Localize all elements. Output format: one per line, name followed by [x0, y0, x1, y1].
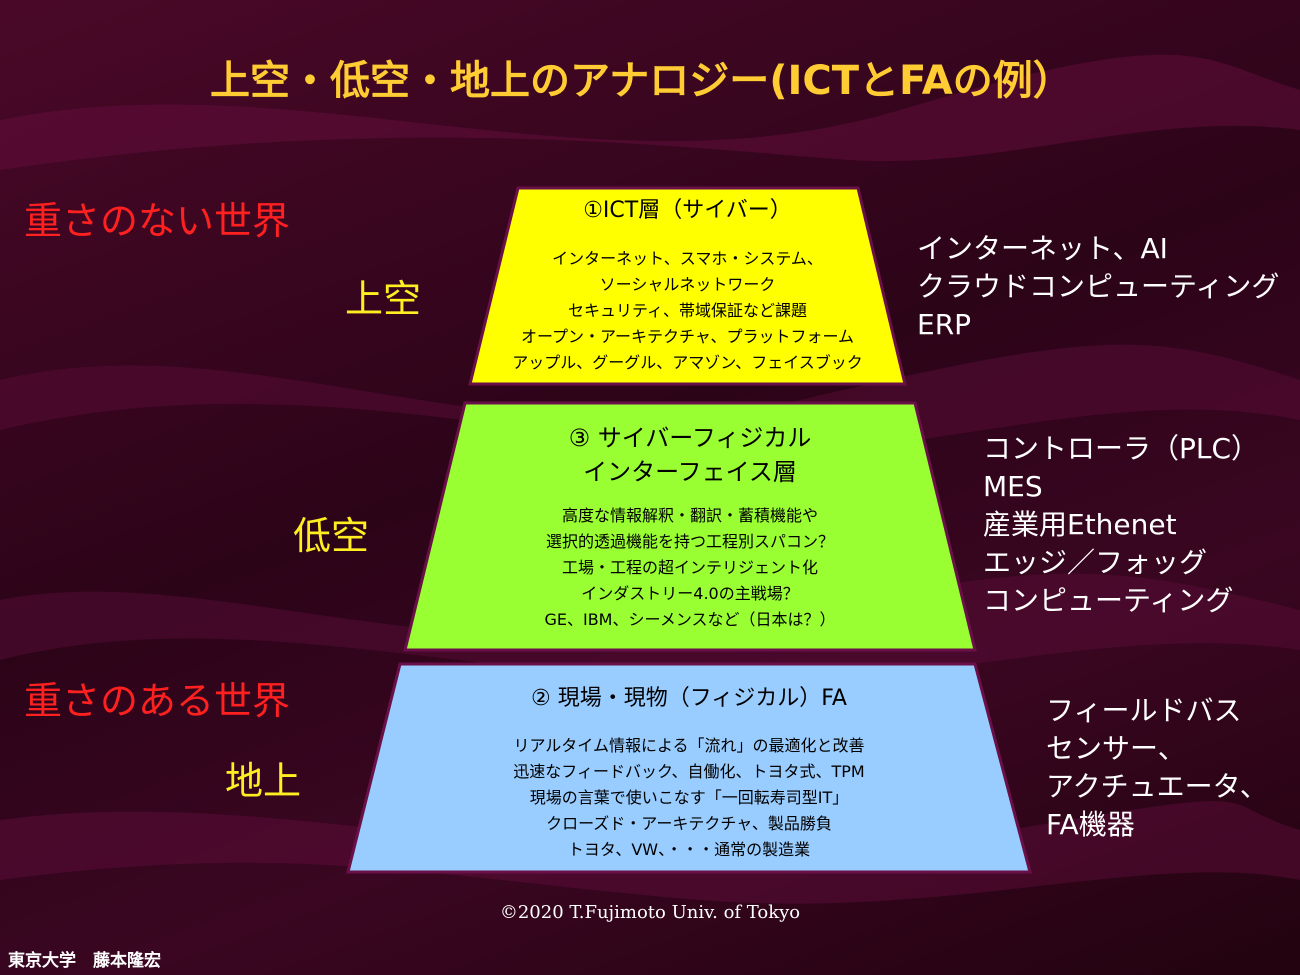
cyber-physical-layer-line: 工場・工程の超インテリジェント化	[561, 558, 818, 577]
cyber-physical-layer-lines: 高度な情報解釈・翻訳・蓄積機能や 選択的透過機能を持つ工程別スパコン？ 工場・工…	[405, 503, 975, 633]
ict-layer-title: ①ICT層（サイバー）	[583, 198, 792, 223]
fa-side-note: アクチュエータ、	[1046, 770, 1268, 803]
fa-layer-title: ② 現場・現物（フィジカル）FA	[531, 686, 847, 711]
cyber-physical-layer-title-line2: インターフェイス層	[583, 458, 797, 486]
fa-side-note: FA機器	[1046, 808, 1135, 841]
cyber-physical-layer-line: 選択的透過機能を持つ工程別スパコン？	[545, 532, 834, 551]
cpi-side-note: コントローラ（PLC）	[983, 432, 1260, 465]
low-sky-label: 低空	[293, 514, 370, 558]
cpi-side-note: エッジ／フォッグ	[983, 546, 1208, 579]
cpi-side-notes: コントローラ（PLC） MES 産業用Ethenet エッジ／フォッグ コンピュ…	[983, 430, 1259, 620]
ict-layer-line: オープン・アーキテクチャ、プラットフォーム	[520, 327, 855, 346]
fa-layer-shape	[346, 662, 1032, 874]
ict-layer-line: セキュリティ、帯域保証など課題	[567, 301, 808, 320]
fa-side-notes: フィールドバス センサー、 アクチュエータ、 FA機器	[1046, 692, 1268, 844]
ict-side-notes: インターネット、AI クラウドコンピューティング ERP	[917, 230, 1279, 344]
cpi-side-note: MES	[983, 470, 1043, 503]
ict-side-note: ERP	[917, 308, 972, 341]
fa-layer-line: 現場の言葉で使いこなす「一回転寿司型IT」	[529, 788, 849, 807]
author-affiliation: 東京大学 藤本隆宏	[8, 951, 161, 971]
cyber-physical-layer-line: 高度な情報解釈・翻訳・蓄積機能や	[561, 506, 818, 525]
cyber-physical-layer-line: インダストリー4.0の主戦場？	[581, 584, 799, 603]
cyber-physical-layer-line: GE、IBM、シーメンスなど（日本は？）	[544, 610, 836, 629]
ict-layer-shape	[468, 186, 907, 386]
ground-label: 地上	[225, 759, 302, 803]
cyber-physical-layer-shape	[403, 401, 977, 652]
ict-layer-lines: インターネット、スマホ・システム、 ソーシャルネットワーク セキュリティ、帯域保…	[470, 246, 905, 376]
slide-title: 上空・低空・地上のアナロジー(ICTとFAの例）	[210, 58, 1073, 104]
ict-layer-line: ソーシャルネットワーク	[599, 275, 776, 294]
ict-layer-line: インターネット、スマホ・システム、	[552, 249, 823, 268]
weightless-world-label: 重さのない世界	[24, 199, 291, 243]
ict-layer-text: ①ICT層（サイバー） インターネット、スマホ・システム、 ソーシャルネットワー…	[470, 194, 905, 376]
ict-side-note: インターネット、AI	[917, 232, 1168, 265]
weighty-world-label: 重さのある世界	[24, 679, 291, 723]
cpi-side-note: 産業用Ethenet	[983, 508, 1177, 541]
fa-layer-text: ② 現場・現物（フィジカル）FA リアルタイム情報による「流れ」の最適化と改善 …	[348, 682, 1030, 863]
ict-layer-line: アップル、グーグル、アマゾン、フェイスブック	[512, 353, 863, 372]
copyright-notice: ©2020 T.Fujimoto Univ. of Tokyo	[499, 902, 801, 923]
upper-sky-label: 上空	[345, 277, 422, 321]
cpi-side-note: コンピューティング	[983, 584, 1234, 617]
fa-layer-lines: リアルタイム情報による「流れ」の最適化と改善 迅速なフィードバック、自働化、トヨ…	[348, 733, 1030, 863]
fa-layer-line: クローズド・アーキテクチャ、製品勝負	[546, 814, 832, 833]
fa-side-note: フィールドバス	[1046, 694, 1242, 727]
fa-layer-line: トヨタ、VW、・・・通常の製造業	[567, 840, 811, 859]
fa-side-note: センサー、	[1046, 732, 1186, 765]
fa-layer-line: リアルタイム情報による「流れ」の最適化と改善	[513, 736, 865, 755]
cyber-physical-layer-text: ③ サイバーフィジカル インターフェイス層 高度な情報解釈・翻訳・蓄積機能や 選…	[405, 421, 975, 633]
ict-side-note: クラウドコンピューティング	[917, 270, 1280, 303]
fa-layer-line: 迅速なフィードバック、自働化、トヨタ式、TPM	[513, 762, 865, 781]
cyber-physical-layer-title-line1: ③ サイバーフィジカル	[568, 424, 812, 452]
